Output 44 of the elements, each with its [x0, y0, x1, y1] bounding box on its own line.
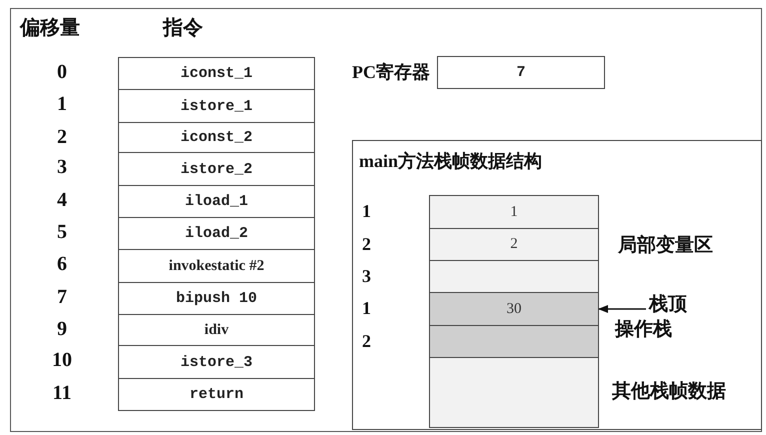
arrow [598, 305, 646, 313]
column-header: 指令 [163, 16, 203, 41]
offset-number: 4 [56, 189, 68, 212]
instruction-row: iload_1 [118, 185, 315, 218]
instruction-row: bipush 10 [118, 282, 315, 315]
stack-top-label: 栈顶 [649, 291, 699, 313]
instruction-row: istore_1 [118, 89, 315, 123]
register-label: PC寄存器 [352, 61, 430, 84]
slot-index: 1 [362, 298, 371, 319]
instruction-row: iload_2 [118, 217, 315, 250]
slot-index: 1 [362, 201, 371, 222]
area-label: 其他栈帧数据 [612, 380, 726, 404]
instruction-row: istore_3 [118, 345, 315, 379]
area-label: 局部变量区 [618, 234, 713, 258]
instruction-row: istore_2 [118, 152, 315, 186]
stack-frame-panel [352, 140, 762, 430]
offset-number: 0 [56, 61, 68, 84]
offset-number: 1 [56, 93, 68, 116]
instruction-row: iconst_1 [118, 57, 315, 90]
instruction-row: idiv [118, 314, 315, 346]
instruction-row: return [118, 378, 315, 411]
stack-slot [429, 260, 599, 293]
offset-number: 2 [56, 126, 68, 149]
slot-index: 2 [362, 234, 371, 255]
area-label: 操作栈 [615, 318, 672, 342]
slot-index: 2 [362, 331, 371, 352]
instruction-row: iconst_2 [118, 122, 315, 153]
stack-slot: 2 [429, 228, 599, 261]
slot-index: 3 [362, 266, 371, 287]
offset-number: 3 [56, 156, 68, 179]
register-value-box: 7 [437, 56, 605, 89]
offset-number: 9 [56, 318, 68, 341]
stack-slot [429, 357, 599, 428]
stack-slot [429, 325, 599, 358]
offset-number: 5 [56, 221, 68, 244]
stack-slot: 30 [429, 292, 599, 326]
offset-number: 6 [56, 253, 68, 276]
offset-number: 7 [56, 286, 68, 309]
stack-slot: 1 [429, 195, 599, 229]
column-header: 偏移量 [20, 16, 80, 41]
offset-number: 10 [51, 349, 73, 372]
offset-number: 11 [52, 382, 72, 405]
frame-title: main方法栈帧数据结构 [359, 150, 542, 173]
instruction-row: invokestatic #2 [118, 249, 315, 283]
